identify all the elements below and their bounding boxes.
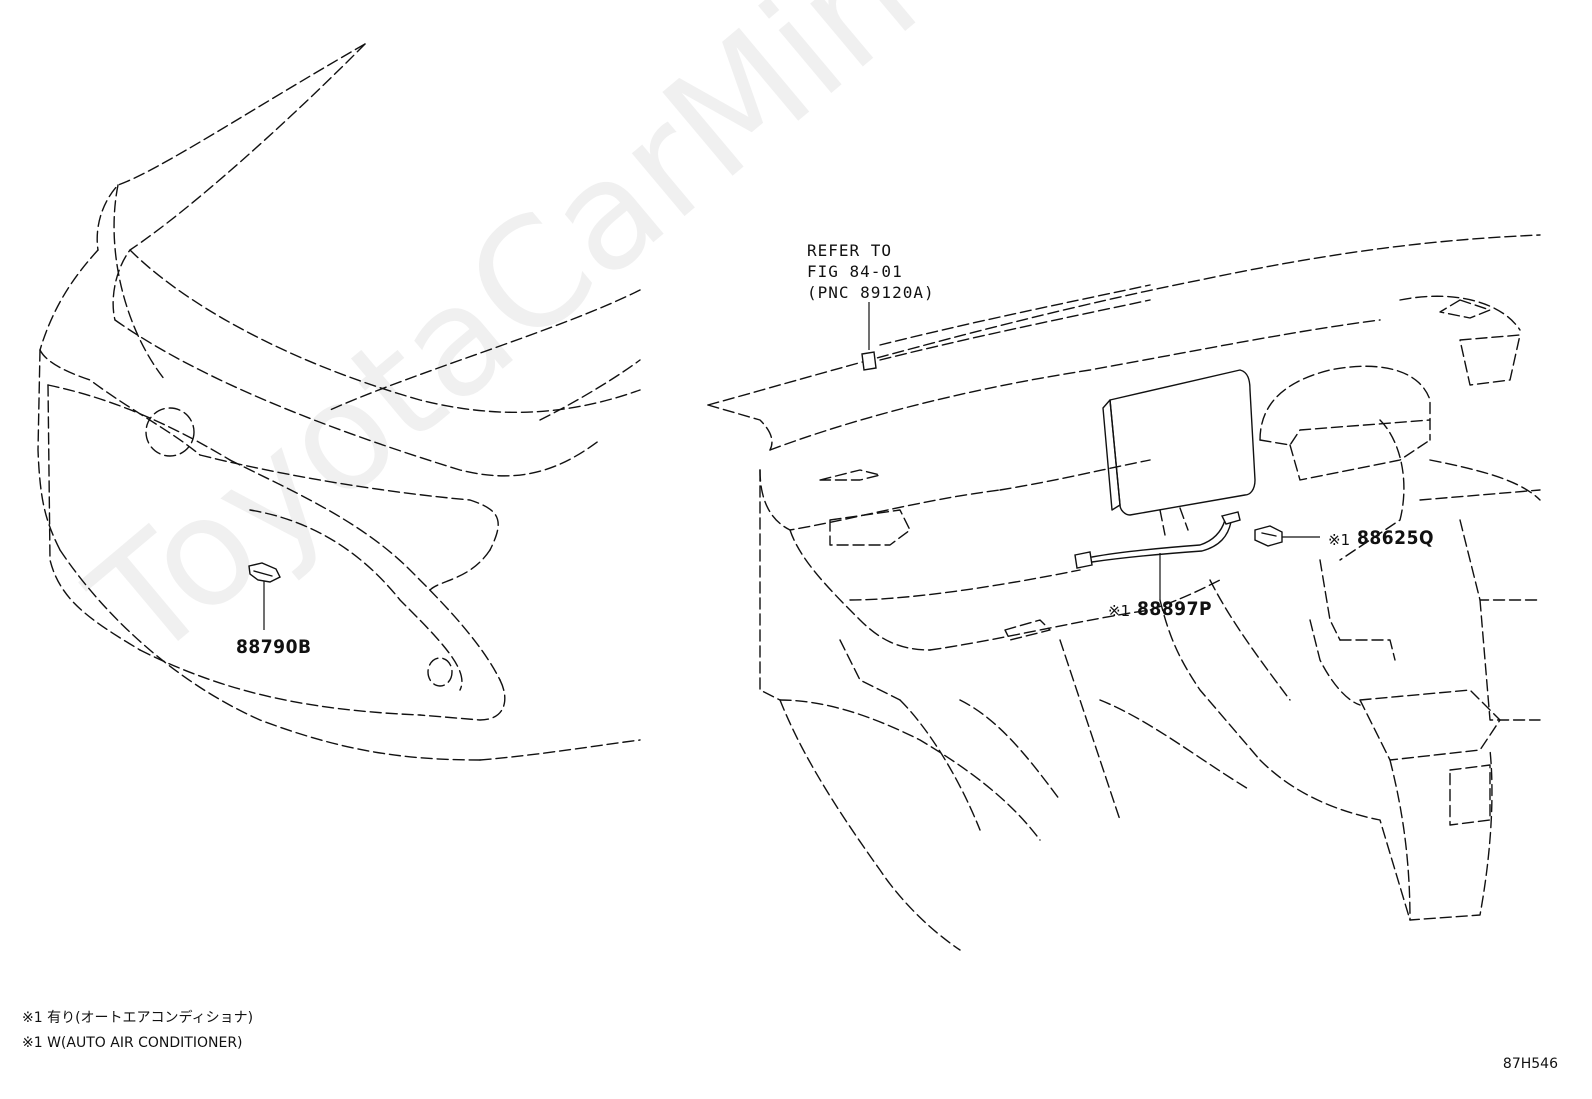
part-88625q-sensor[interactable] <box>1254 525 1283 547</box>
label-88897p[interactable]: 88897P <box>1137 598 1212 620</box>
footnote-legend: ※1 有り(オートエアコンディショナ) ※1 W(AUTO AIR CONDIT… <box>22 1006 253 1056</box>
part-89120a-ref[interactable] <box>861 351 877 371</box>
mark-88897p: ※1 <box>1108 602 1131 620</box>
figure-id: 87H546 <box>1502 1056 1558 1072</box>
label-88790b[interactable]: 88790B <box>236 636 312 658</box>
refer-note[interactable]: REFER TO FIG 84-01 (PNC 89120A) <box>807 240 935 303</box>
part-88790b-sensor[interactable] <box>248 562 281 583</box>
refer-line-1: REFER TO <box>807 241 893 260</box>
instrument-panel-outline <box>707 234 1541 951</box>
legend-line-en: ※1 W(AUTO AIR CONDITIONER) <box>22 1035 243 1051</box>
refer-line-3: (PNC 89120A) <box>807 283 935 302</box>
part-88897p-hose[interactable] <box>1074 511 1241 569</box>
label-88625q[interactable]: 88625Q <box>1357 527 1434 549</box>
refer-line-2: FIG 84-01 <box>807 262 903 281</box>
legend-line-jp: ※1 有り(オートエアコンディショナ) <box>22 1010 254 1026</box>
vehicle-front-outline <box>37 43 641 761</box>
mark-88625q: ※1 <box>1328 531 1351 549</box>
